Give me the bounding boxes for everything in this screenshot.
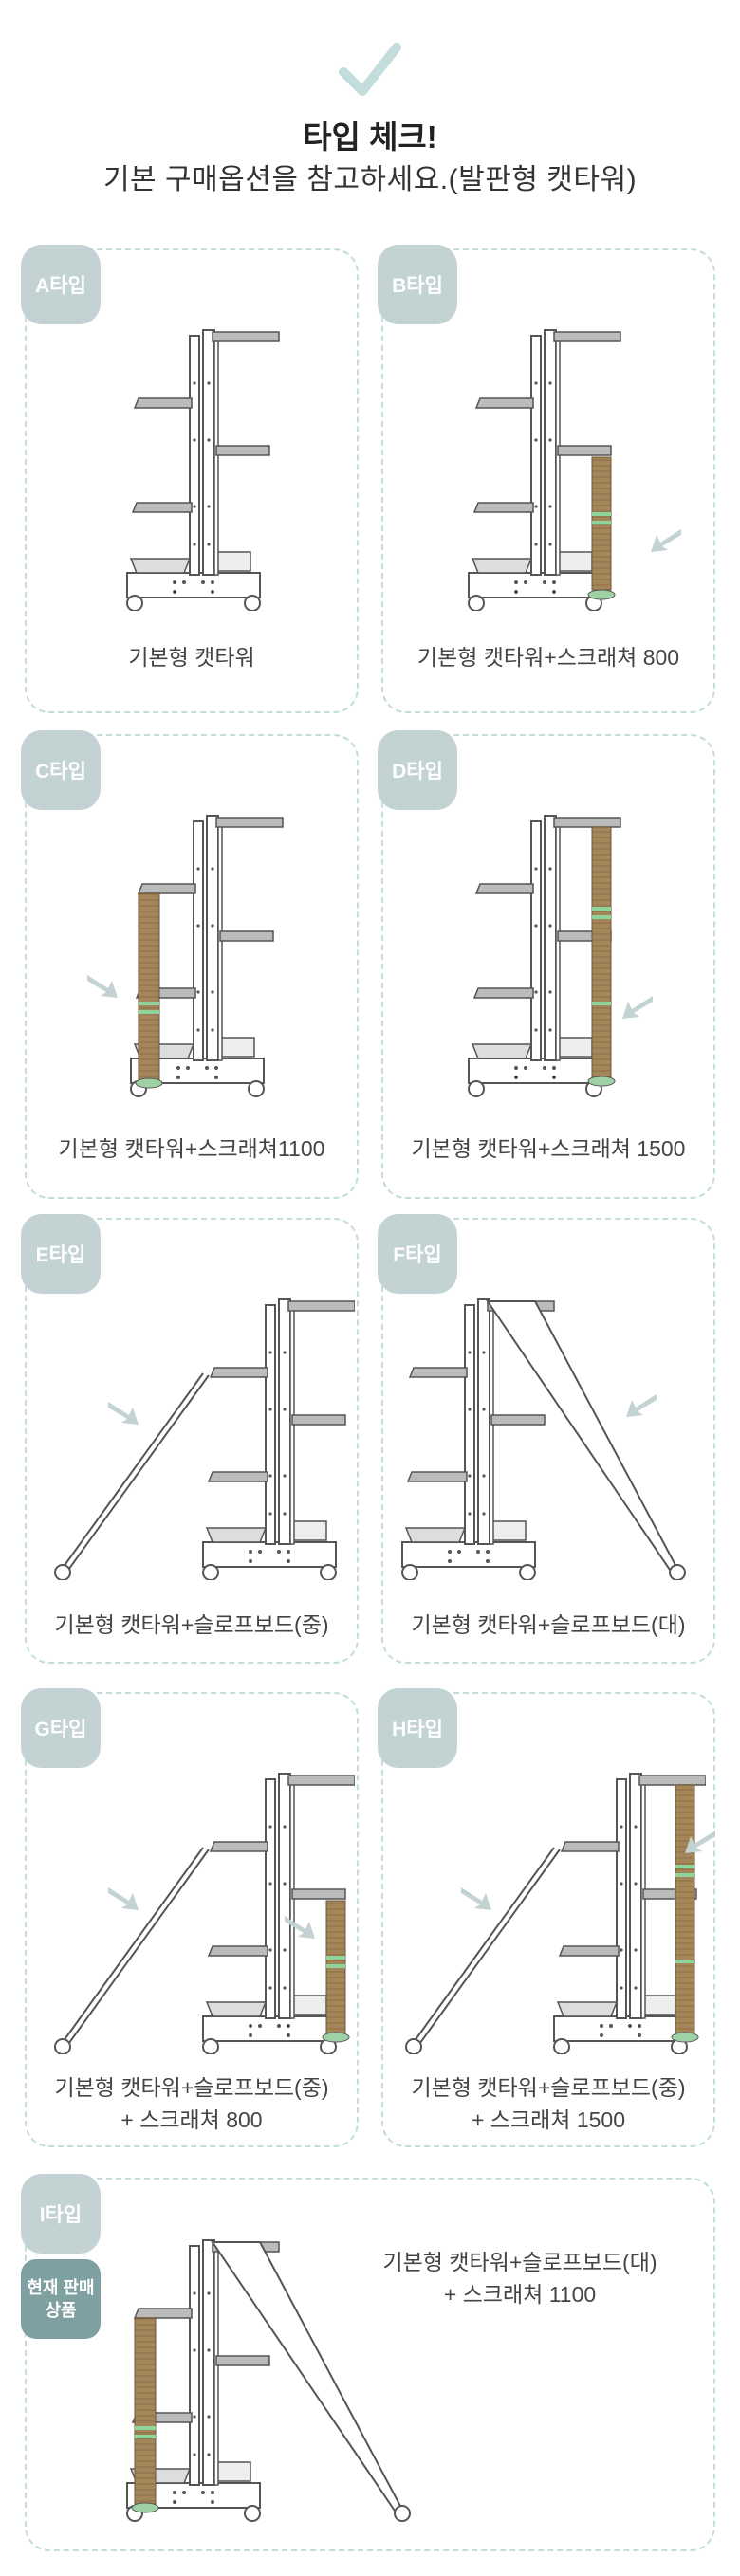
on-sale-badge: 현재 판매 상품: [21, 2259, 101, 2339]
page-title: 타입 체크!: [303, 120, 437, 155]
arrow-icon: [461, 1887, 491, 1910]
page-subtitle: 기본 구매옵션을 참고하세요.(발판형 캣타워): [102, 164, 638, 195]
type-badge: I타입: [21, 2174, 101, 2254]
arrow-icon: [285, 1916, 315, 1939]
type-badge: G타입: [21, 1688, 101, 1768]
type-caption-line1: 기본형 캣타워+슬로프보드(중): [411, 2075, 686, 2100]
cat-tower-image: [54, 1773, 355, 2054]
type-caption: 기본형 캣타워+스크래쳐 1500: [411, 1136, 686, 1161]
cat-tower-image: [405, 1773, 706, 2054]
type-card-e: E타입 기본형 캣타워+슬로프보드(중): [21, 1214, 359, 1664]
type-badge: E타입: [21, 1214, 101, 1294]
type-card-b: B타입 기본형 캣타워+스크래쳐 800: [378, 245, 715, 713]
type-caption-line2: + 스크래쳐 1500: [471, 2107, 626, 2132]
checkmark-icon: [339, 43, 401, 96]
type-caption: 기본형 캣타워+슬로프보드(중): [54, 1612, 329, 1637]
type-card-h: H타입 기본형 캣타워+슬로프보드(중) + 스크래쳐 1500: [378, 1688, 715, 2147]
arrow-icon: [622, 996, 653, 1019]
on-sale-badge-line2: 상품: [45, 2301, 77, 2320]
arrow-icon: [87, 975, 118, 998]
type-caption-line2: + 스크래쳐 800: [120, 2107, 263, 2132]
type-card-c: C타입 기본형 캣타워+스크래쳐1100: [21, 730, 359, 1199]
cat-tower-image: [54, 1298, 355, 1580]
type-caption-line1: 기본형 캣타워+슬로프보드(중): [54, 2075, 329, 2100]
type-caption-line2: + 스크래쳐 1100: [443, 2282, 597, 2307]
type-caption: 기본형 캣타워+슬로프보드(대): [411, 1612, 686, 1637]
type-card-f: F타입 기본형 캣타워+슬로프보드(대): [378, 1214, 715, 1664]
cat-tower-image: [130, 815, 284, 1097]
type-badge: A타입: [21, 245, 101, 324]
cat-tower-image: [468, 329, 621, 611]
type-badge: F타입: [378, 1214, 457, 1294]
arrow-icon: [685, 1831, 715, 1853]
type-card-i: I타입 현재 판매 상품 기본형 캣타워+슬로프보드(대) + 스크래쳐 110…: [21, 2174, 715, 2551]
type-badge: D타입: [378, 730, 457, 810]
cat-tower-image: [468, 815, 621, 1097]
cat-tower-image: [126, 329, 280, 611]
type-card-g: G타입 기본형 캣타워+슬로프보드(중) + 스크래쳐 800: [21, 1688, 359, 2147]
cat-tower-image: [401, 1298, 686, 1580]
arrow-icon: [108, 1887, 139, 1910]
type-caption: 기본형 캣타워+스크래쳐1100: [58, 1136, 325, 1161]
type-badge: C타입: [21, 730, 101, 810]
type-card-a: A타입 기본형 캣타워: [21, 245, 359, 713]
arrow-icon: [108, 1402, 139, 1425]
type-badge: B타입: [378, 245, 457, 324]
arrow-icon: [651, 529, 681, 552]
cat-tower-image: [126, 2239, 411, 2522]
header: 타입 체크! 기본 구매옵션을 참고하세요.(발판형 캣타워): [0, 0, 740, 218]
type-caption-line1: 기본형 캣타워+슬로프보드(대): [382, 2250, 657, 2274]
type-caption: 기본형 캣타워: [128, 645, 255, 670]
type-card-d: D타입 기본형 캣타워+스크래쳐 1500: [378, 730, 715, 1199]
type-badge: H타입: [378, 1688, 457, 1768]
on-sale-badge-line1: 현재 판매: [27, 2278, 95, 2297]
arrow-icon: [626, 1394, 657, 1417]
type-caption: 기본형 캣타워+스크래쳐 800: [416, 645, 680, 670]
